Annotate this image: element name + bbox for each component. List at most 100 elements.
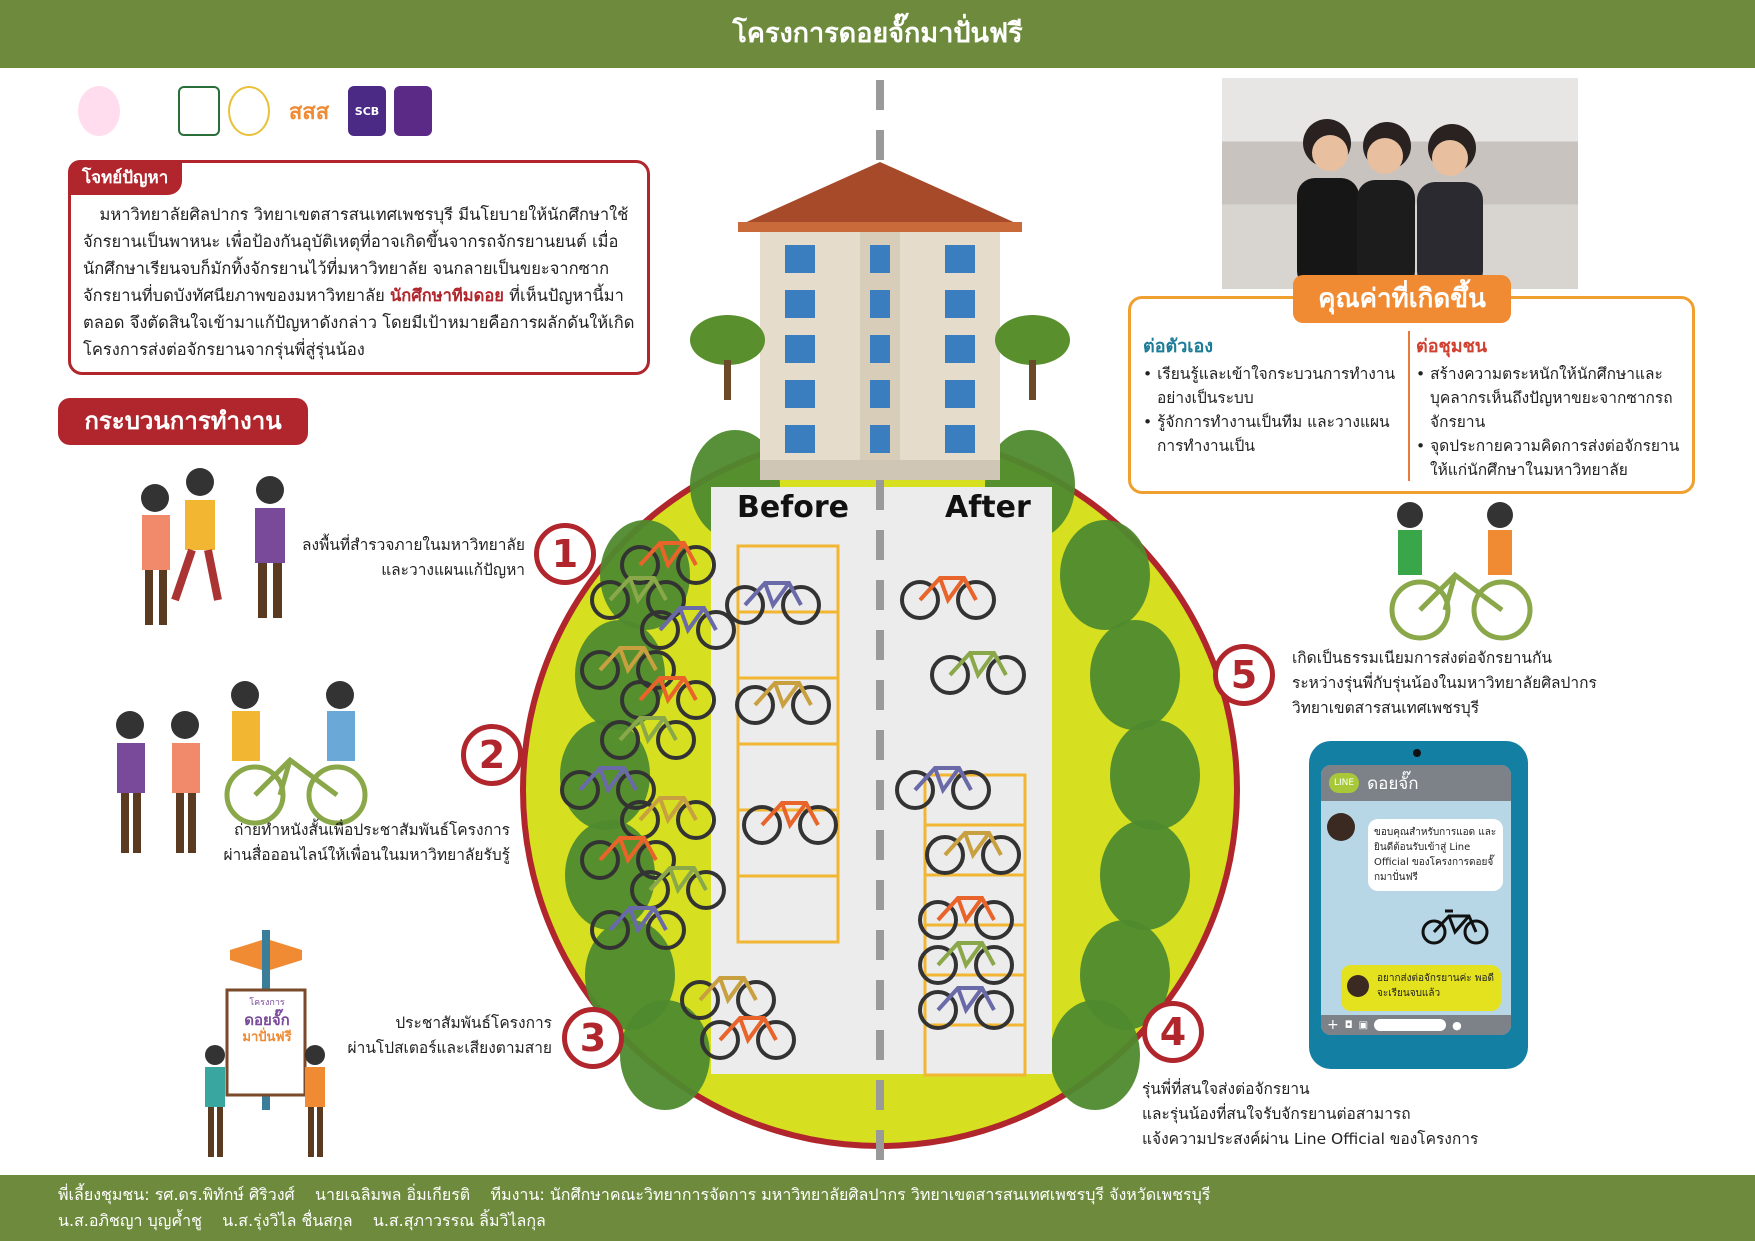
bicycle-icon [1421,909,1489,945]
bicycle-icon [600,716,696,760]
problem-label: โจทย์ปัญหา [68,160,183,195]
bicycle-icon [620,541,716,585]
bicycle-icon [560,766,656,810]
mic-icon[interactable]: ● [1452,1018,1462,1032]
step-line: เกิดเป็นธรรมเนียมการส่งต่อจักรยานกัน [1292,649,1552,667]
poster-text: โครงการ ดอยจั๊ก มาปั่นฟรี [230,995,304,1046]
plus-icon[interactable]: + [1327,1017,1339,1033]
values-item: จุดประกายความคิดการส่งต่อจักรยานให้แก่นั… [1416,434,1691,482]
step-line: รุ่นพี่ที่สนใจส่งต่อจักรยาน [1142,1080,1310,1098]
step-2-text: ถ่ายทำหนังสั้นเพื่อประชาสัมพันธ์โครงการผ… [210,818,510,868]
window [945,335,975,363]
parking-slot [736,544,840,614]
bicycle-icon [700,1016,796,1060]
step-line: และรุ่นน้องที่สนใจรับจักรยานต่อสามารถ [1142,1105,1411,1123]
footer-credits: พี่เลี้ยงชุมชน: รศ.ดร.พิทักษ์ ศิริวงศ์ น… [0,1175,1755,1241]
chat-message-received: ขอบคุณสำหรับการแอด และยินดีต้อนรับเข้าสู… [1368,819,1503,891]
bicycle-icon [590,576,686,620]
step-line: ถ่ายทำหนังสั้นเพื่อประชาสัมพันธ์โครงการ [233,821,510,839]
window [870,425,890,453]
bicycle-icon [735,681,831,725]
tree-icon [1100,820,1190,930]
logo [178,86,220,136]
bicycle-icon [725,581,821,625]
poster-line: ดอยจั๊ก [244,1011,290,1029]
values-item: สร้างความตระหนักให้นักศึกษาและบุคลากรเห็… [1416,362,1691,434]
phone-mockup: LINE ดอยจั๊ก ขอบคุณสำหรับการแอด และยินดี… [1309,741,1528,1069]
tree-icon [1110,720,1200,830]
window [945,290,975,318]
window [870,290,890,318]
bicycle-icon [895,766,991,810]
problem-box: โจทย์ปัญหา มหาวิทยาลัยศิลปากร วิทยาเขตสา… [68,160,650,375]
avatar [1327,813,1355,841]
window [945,425,975,453]
window [785,245,815,273]
problem-text-part: ที่เห็นปัญหานี้มาตลอด จึงตัดสินใจเข้ามาแ… [83,286,635,359]
bike-handover-illustration [1389,502,1533,641]
step-line: แจ้งความประสงค์ผ่าน Line Official ของโคร… [1142,1130,1479,1148]
tree-icon [690,315,765,400]
step-line: ระหว่างรุ่นพี่กับรุ่นน้องในมหาวิทยาลัยศิ… [1292,674,1597,692]
tree-icon [1050,1000,1140,1110]
logo-sss: สสส [288,99,330,125]
parking-slot [923,1023,1027,1077]
line-chat-screen: LINE ดอยจั๊ก ขอบคุณสำหรับการแอด และยินดี… [1321,765,1511,1035]
road-center-line [876,80,884,1170]
chat-input-bar[interactable]: + ◘ ▣ ● [1321,1015,1511,1035]
bicycle-icon [918,941,1014,985]
tree-icon [1060,520,1150,630]
camera-icon[interactable]: ◘ [1344,1019,1353,1031]
logo-row: สสส SCB [78,86,432,136]
bicycle-icon [620,796,716,840]
avatar [1347,975,1369,997]
values-self-heading: ต่อตัวเอง [1143,336,1214,357]
step-1-text: ลงพื้นที่สำรวจภายในมหาวิทยาลัยและวางแผนแ… [270,533,525,583]
bicycle-icon [742,801,838,845]
tree-icon [575,620,665,730]
step-line: วิทยาเขตสารสนเทศเพชรบุรี [1292,699,1480,717]
team-highlight: นักศึกษาทีมดอย [390,286,504,305]
phone-camera [1413,749,1421,757]
bicycle-icon [640,606,736,650]
values-divider [1408,331,1410,481]
poster-line: โครงการ [249,998,285,1008]
message-input[interactable] [1374,1019,1447,1031]
window [945,380,975,408]
window [945,245,975,273]
bicycle-icon [918,896,1014,940]
tree-icon [1090,620,1180,730]
process-heading: กระบวนการทำงาน [58,398,308,445]
line-badge: LINE [1329,773,1360,793]
team-photo [1222,78,1578,289]
step-line: ประชาสัมพันธ์โครงการ [395,1014,552,1032]
bicycle-icon [918,986,1014,1030]
bicycle-icon [580,836,676,880]
window [785,290,815,318]
step-line: ผ่านโปสเตอร์และเสียงตามสาย [347,1039,552,1057]
step-1-badge: 1 [534,523,596,585]
values-box: คุณค่าที่เกิดขึ้น ต่อตัวเอง เรียนรู้และเ… [1128,275,1695,494]
team-survey-illustration [141,468,285,625]
problem-text-part: มหาวิทยาลัยศิลปากร วิทยาเขตสารสนเทศเพชรบ… [83,205,629,305]
window [785,425,815,453]
values-self: ต่อตัวเอง เรียนรู้และเข้าใจกระบวนการทำงา… [1143,331,1398,458]
footer-line: น.ส.อภิชญา บุญค้ำชู น.ส.รุ่งวิไล ชื่นสกุ… [58,1211,546,1230]
poster-line: มาปั่นฟรี [242,1030,292,1045]
logo-scb: SCB [348,86,386,136]
window [785,335,815,363]
values-item: เรียนรู้และเข้าใจกระบวนการทำงานอย่างเป็น… [1143,362,1398,410]
bicycle-icon [930,651,1026,695]
step-3-text: ประชาสัมพันธ์โครงการผ่านโปสเตอร์และเสียง… [330,1011,552,1061]
window [870,245,890,273]
page-title: โครงการดอยจั๊กมาปั่นฟรี [0,0,1755,68]
image-icon[interactable]: ▣ [1358,1019,1369,1031]
values-item: รู้จักการทำงานเป็นทีม และวางแผนการทำงานเ… [1143,410,1398,458]
footer-line: พี่เลี้ยงชุมชน: รศ.ดร.พิทักษ์ ศิริวงศ์ น… [58,1185,1211,1204]
bicycle-icon [680,976,776,1020]
bicycle-icon [630,866,726,910]
logo [394,86,432,136]
chat-name: ดอยจั๊ก [1367,773,1419,794]
window [870,380,890,408]
tree-icon [560,720,650,830]
